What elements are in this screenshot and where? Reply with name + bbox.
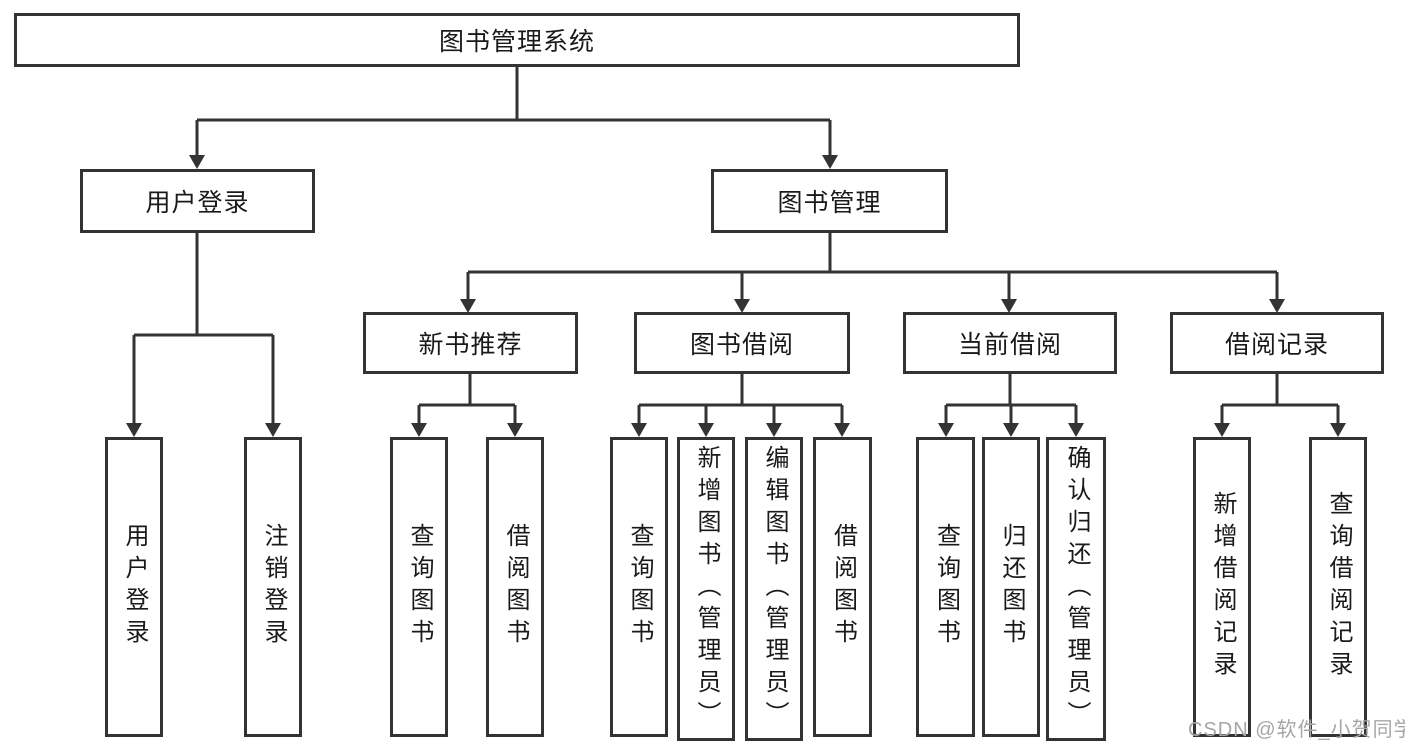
connector-path	[132, 65, 1340, 426]
leaf-label: 确认归还（管理员）	[1063, 445, 1090, 733]
leaf-borrow-query-books: 查询图书	[610, 437, 668, 737]
node-book-borrowing: 图书借阅	[634, 312, 850, 374]
leaf-user-login: 用户登录	[105, 437, 163, 737]
watermark: CSDN @软件_小贺同学	[1188, 719, 1405, 741]
leaf-current-query-books: 查询图书	[916, 437, 975, 737]
leaf-label: 查询图书	[932, 523, 960, 651]
leaf-current-return-books: 归还图书	[982, 437, 1040, 737]
leaf-label: 查询图书	[626, 523, 653, 651]
node-new-book-recommend: 新书推荐	[363, 312, 578, 374]
leaf-logout: 注销登录	[244, 437, 302, 737]
leaf-records-query-record: 查询借阅记录	[1309, 437, 1367, 737]
leaf-records-add-record: 新增借阅记录	[1193, 437, 1251, 737]
leaf-label: 编辑图书（管理员）	[761, 445, 788, 733]
leaf-label: 用户登录	[121, 523, 148, 651]
leaf-borrow-add-books-admin: 新增图书（管理员）	[677, 437, 735, 741]
leaf-label: 注销登录	[260, 523, 287, 651]
node-user-login-branch: 用户登录	[80, 169, 315, 233]
leaf-label: 借阅图书	[829, 523, 857, 651]
leaf-recommend-query-books: 查询图书	[390, 437, 448, 737]
leaf-label: 查询图书	[406, 523, 433, 651]
leaf-label: 借阅图书	[502, 523, 529, 651]
node-book-management-branch: 图书管理	[711, 169, 948, 233]
node-current-borrowing: 当前借阅	[903, 312, 1117, 374]
leaf-borrow-borrow-books: 借阅图书	[813, 437, 872, 737]
leaf-label: 归还图书	[998, 523, 1025, 651]
leaf-label: 新增借阅记录	[1209, 491, 1236, 683]
node-root-system: 图书管理系统	[14, 13, 1020, 67]
leaf-recommend-borrow-books: 借阅图书	[486, 437, 544, 737]
leaf-borrow-edit-books-admin: 编辑图书（管理员）	[745, 437, 803, 741]
leaf-current-confirm-return-admin: 确认归还（管理员）	[1046, 437, 1106, 741]
node-borrowing-records: 借阅记录	[1170, 312, 1384, 374]
leaf-label: 查询借阅记录	[1325, 491, 1352, 683]
leaf-label: 新增图书（管理员）	[693, 445, 720, 733]
